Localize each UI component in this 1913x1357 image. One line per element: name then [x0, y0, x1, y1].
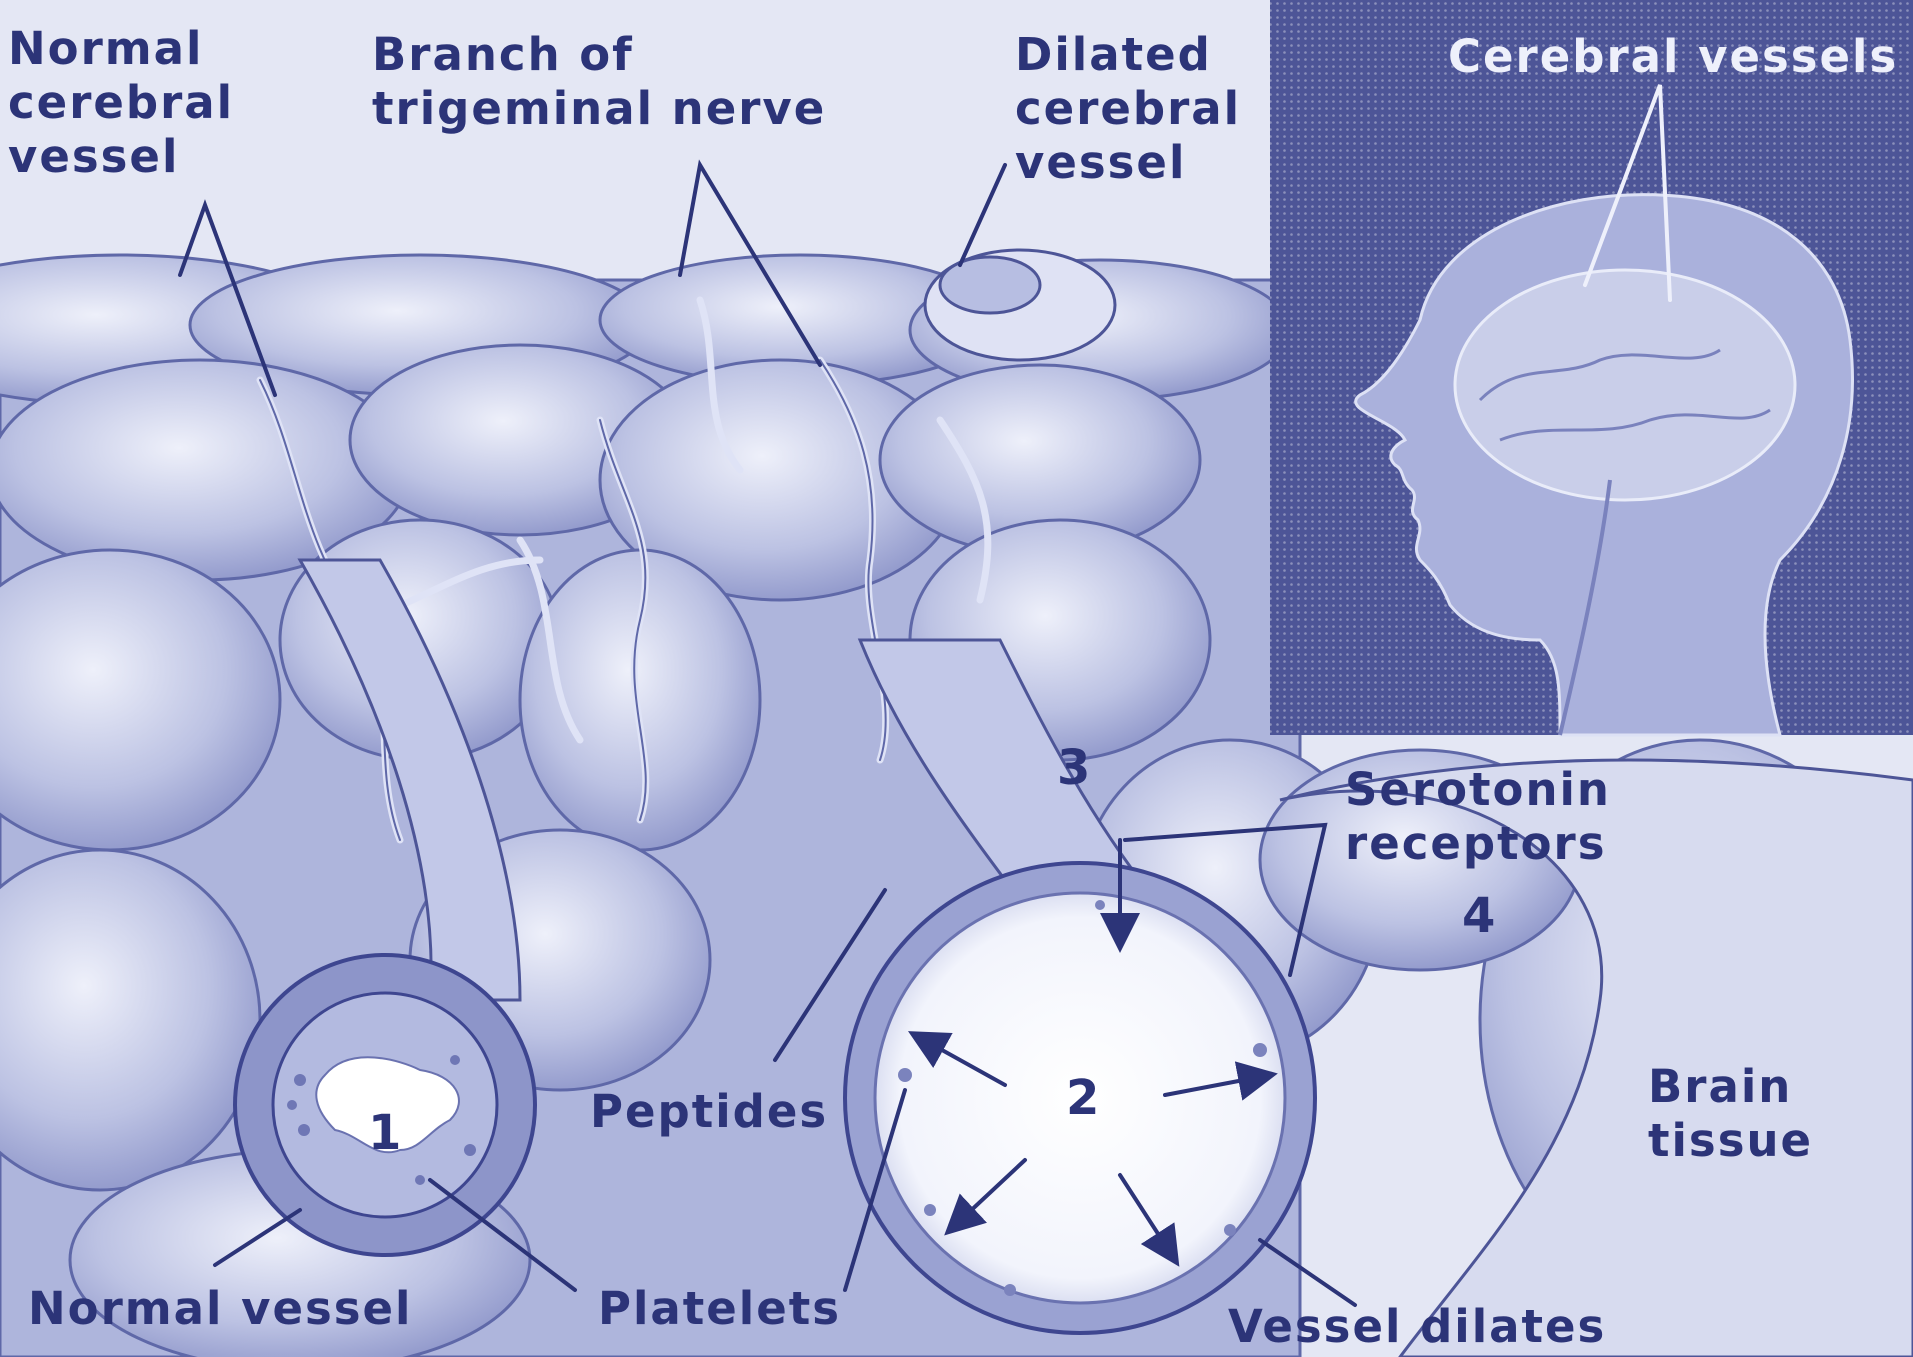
- step-1-marker: 1: [368, 1105, 401, 1161]
- step-4-marker: 4: [1462, 888, 1495, 944]
- step-3-marker: 3: [1057, 740, 1090, 796]
- label-normal-vessel: Normal vessel: [28, 1282, 412, 1336]
- label-brain-tissue: Brain tissue: [1648, 1060, 1813, 1168]
- dilated-vessel-top: [925, 250, 1115, 360]
- label-normal-cerebral-vessel: Normal cerebral vessel: [8, 22, 234, 184]
- step-2-marker: 2: [1066, 1070, 1099, 1126]
- label-peptides: Peptides: [590, 1085, 828, 1139]
- label-dilated-cerebral-vessel: Dilated cerebral vessel: [1015, 28, 1241, 190]
- label-vessel-dilates: Vessel dilates: [1228, 1300, 1606, 1354]
- label-platelets: Platelets: [598, 1282, 841, 1336]
- label-serotonin-receptors: Serotonin receptors: [1345, 763, 1611, 871]
- label-branch-of-trigeminal-nerve: Branch of trigeminal nerve: [372, 28, 826, 136]
- label-cerebral-vessels: Cerebral vessels: [1448, 30, 1898, 84]
- head-inset-panel: [1270, 0, 1913, 735]
